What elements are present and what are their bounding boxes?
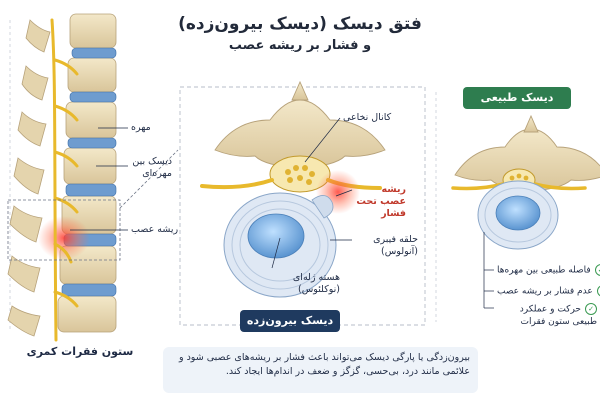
label-nucleus: هسته ژله‌ای (نوکلئوس) bbox=[292, 272, 340, 295]
normal-disc-illustration bbox=[451, 114, 600, 309]
benefit-label: عدم فشار بر ریشه عصب bbox=[497, 286, 593, 297]
label-spinal-canal: کانال نخاعی bbox=[343, 112, 392, 123]
info-note-box bbox=[163, 347, 478, 393]
label-nerve-root: ریشه عصب bbox=[131, 224, 179, 235]
benefit-item: ✓عدم فشار بر ریشه عصب bbox=[497, 285, 600, 297]
benefit-item: ✓فاصله طبیعی بین مهره‌ها bbox=[497, 264, 600, 276]
benefit-label: فاصله طبیعی بین مهره‌ها bbox=[497, 265, 591, 276]
info-note-text: بیرون‌زدگی یا پارگی دیسک می‌تواند باعث ف… bbox=[178, 352, 470, 377]
benefit-item: ✓حرکت و عملکرد طبیعی ستون فقرات bbox=[497, 303, 597, 328]
label-vertebra: مهره bbox=[131, 122, 151, 133]
label-disc: دیسک بین مهره‌ای bbox=[132, 156, 172, 179]
check-icon: ✓ bbox=[585, 303, 597, 315]
page-subtitle: و فشار بر ریشه عصب bbox=[228, 38, 372, 53]
herniated-badge: دیسک بیرون‌زده bbox=[240, 310, 340, 332]
label-compressed-nerve: ریشه عصب تحت فشار bbox=[356, 184, 406, 219]
spine-caption: ستون فقرات کمری bbox=[26, 345, 134, 358]
label-annulus: حلقه فیبری (آنولوس) bbox=[373, 234, 418, 257]
herniated-disc-illustration bbox=[200, 80, 386, 298]
page-title: فتق دیسک (دیسک بیرون‌زده) bbox=[178, 14, 422, 34]
check-icon: ✓ bbox=[594, 264, 600, 276]
lumbar-spine-illustration bbox=[7, 13, 128, 342]
benefit-label: حرکت و عملکرد طبیعی ستون فقرات bbox=[519, 304, 597, 327]
normal-badge: دیسک طبیعی bbox=[463, 87, 571, 109]
